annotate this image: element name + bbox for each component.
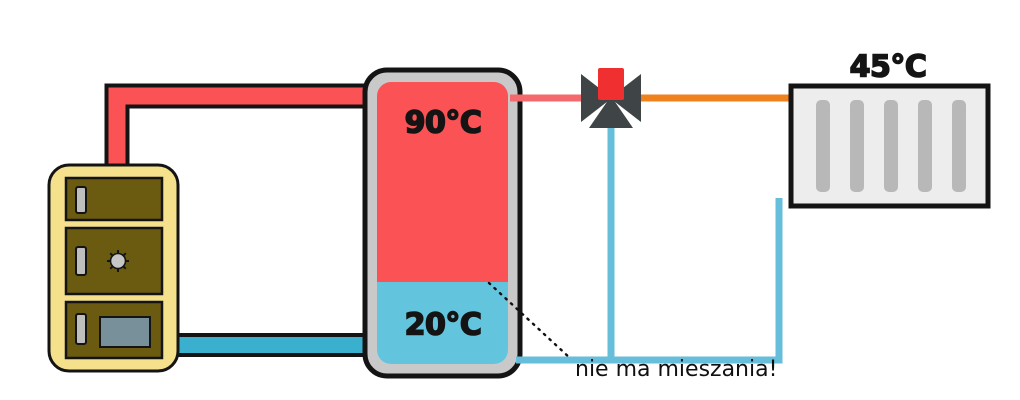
tank-cold-zone xyxy=(377,282,508,364)
boiler-door-top xyxy=(64,176,164,222)
radiator-fin xyxy=(918,100,932,192)
tank-hot-temperature-label: 90°C xyxy=(405,106,482,141)
boiler-door-middle xyxy=(64,226,164,296)
boiler xyxy=(47,163,180,373)
gear-knob-icon xyxy=(107,250,129,272)
valve-port-right xyxy=(610,74,641,122)
pipe-boiler-supply xyxy=(104,83,380,175)
boiler-door-handle xyxy=(75,186,87,214)
valve-port-bottom xyxy=(589,96,633,128)
radiator-fin xyxy=(850,100,864,192)
radiator-fin xyxy=(816,100,830,192)
boiler-door-bottom xyxy=(64,300,164,360)
valve-actuator[interactable] xyxy=(598,68,624,100)
radiator-fins xyxy=(816,100,966,192)
buffer-tank: 90°C 20°C xyxy=(362,67,523,379)
radiator: 45°C xyxy=(788,49,991,209)
radiator-fin xyxy=(952,100,966,192)
pipe-radiator-return xyxy=(516,198,783,364)
annotation-no-mixing: nie ma mieszania! xyxy=(487,281,777,382)
boiler-door-handle xyxy=(75,246,87,276)
tank-hot-zone xyxy=(377,82,508,282)
boiler-door-handle xyxy=(75,313,87,345)
valve-port-left xyxy=(581,74,612,122)
radiator-fin xyxy=(884,100,898,192)
tank-cold-temperature-label: 20°C xyxy=(405,308,482,343)
annotation-label: nie ma mieszania! xyxy=(575,357,777,382)
mixing-valve[interactable] xyxy=(581,68,641,128)
boiler-ash-pan xyxy=(99,316,151,348)
radiator-temperature-label: 45°C xyxy=(850,50,927,85)
